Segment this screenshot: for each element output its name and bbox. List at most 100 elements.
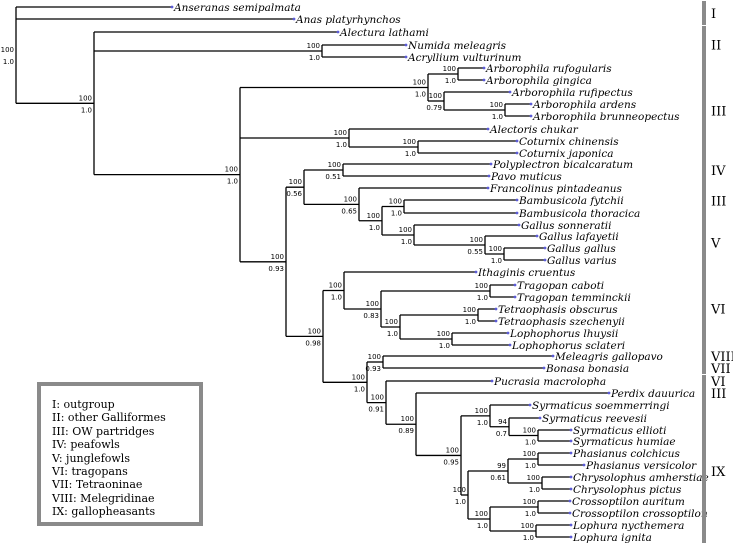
taxon-label-gal_son: Gallus sonneratii <box>521 220 612 232</box>
taxon-label-tet_obs: Tetraophasis obscurus <box>498 304 618 316</box>
posterior-probability: 0.79 <box>426 104 442 112</box>
bootstrap-value: 100 <box>289 178 302 186</box>
clade-group-label: IX <box>711 465 726 480</box>
tip-marker <box>489 162 493 166</box>
tip-marker <box>486 186 490 190</box>
tip-marker <box>506 331 510 335</box>
bootstrap-value: 100 <box>271 253 284 261</box>
tip-marker <box>494 307 498 311</box>
posterior-probability: 1.0 <box>477 294 488 302</box>
taxon-label-arb_ard: Arborophila ardens <box>532 99 637 111</box>
tip-marker <box>529 102 533 106</box>
taxon-label-arb_rufp: Arborophila rufipectus <box>511 87 633 99</box>
legend-entry-4: IV: peafowls <box>52 438 120 452</box>
bootstrap-value: 100 <box>527 474 540 482</box>
taxon-label-pha_ver: Phasianus versicolor <box>585 460 697 472</box>
clade-group-label: VII <box>710 362 731 377</box>
tip-marker <box>404 43 408 47</box>
bootstrap-value: 100 <box>389 198 402 206</box>
support-values: 100 1.0 100 1.0 100 1.0 100 1.0 100 1.0 100 1.0 100 0… <box>1 42 540 542</box>
taxon-label-alectura: Alectura lathami <box>339 27 429 39</box>
clade-group-label: VI <box>710 375 726 390</box>
bootstrap-value: 100 <box>328 161 341 169</box>
posterior-probability: 1.0 <box>491 257 502 265</box>
tip-marker <box>538 416 542 420</box>
legend-entry-6: VI: tragopans <box>52 465 128 479</box>
clade-group-label: VI <box>710 303 726 318</box>
posterior-probability: 1.0 <box>455 498 466 506</box>
bootstrap-value: 100 <box>1 46 14 54</box>
posterior-probability: 0.89 <box>398 427 414 435</box>
taxon-label-gal_laf: Gallus lafayetii <box>539 231 619 243</box>
taxon-label-perdix: Perdix dauurica <box>610 388 695 400</box>
posterior-probability: 0.98 <box>305 339 321 347</box>
clade-bar <box>702 387 706 399</box>
clade-group-label: III <box>711 195 726 210</box>
taxon-label-lop_scl: Lophophorus sclateri <box>511 340 625 352</box>
posterior-probability: 1.0 <box>525 462 536 470</box>
taxon-label-pucrasia: Pucrasia macrolopha <box>493 376 606 388</box>
tip-marker <box>607 391 611 395</box>
tip-marker <box>487 174 491 178</box>
posterior-probability: 1.0 <box>529 486 540 494</box>
posterior-probability: 1.0 <box>445 77 456 85</box>
tip-marker <box>513 283 517 287</box>
posterior-probability: 0.55 <box>467 248 483 256</box>
clade-group-label: I <box>711 7 716 22</box>
tip-marker <box>490 379 494 383</box>
posterior-probability: 0.93 <box>268 265 284 273</box>
taxon-label-bam_tho: Bambusicola thoracica <box>518 208 640 220</box>
bootstrap-value: 94 <box>498 418 507 426</box>
taxon-label-arb_gin: Arborophila gingica <box>485 75 592 87</box>
taxon-label-lop_ign: Lophura ignita <box>572 532 652 544</box>
bootstrap-value: 100 <box>437 330 450 338</box>
taxon-label-gal_gal: Gallus gallus <box>547 243 616 255</box>
legend-entry-7: VII: Tetraoninae <box>52 478 143 492</box>
posterior-probability: 1.0 <box>415 91 426 99</box>
taxon-label-lop_nyc: Lophura nycthemera <box>572 520 684 532</box>
taxon-label-meleagris: Meleagris gallopavo <box>554 351 663 363</box>
tip-marker <box>569 523 573 527</box>
tip-marker <box>569 487 573 491</box>
tip-marker <box>494 319 498 323</box>
posterior-probability: 1.0 <box>336 141 347 149</box>
bootstrap-value: 100 <box>523 427 536 435</box>
taxon-label-arb_ruf: Arborophila rufogularis <box>485 63 612 75</box>
taxon-label-polyplectron: Polyplectron bicalcaratum <box>492 159 633 171</box>
bootstrap-value: 100 <box>489 245 502 253</box>
taxon-label-syr_hum: Syrmaticus humiae <box>573 436 676 448</box>
posterior-probability: 0.61 <box>490 474 506 482</box>
bootstrap-value: 100 <box>475 282 488 290</box>
posterior-probability: 1.0 <box>523 534 534 542</box>
tip-marker <box>568 499 572 503</box>
tip-marker <box>582 463 586 467</box>
clade-bar <box>702 350 706 362</box>
bootstrap-value: 100 <box>366 300 379 308</box>
tip-marker <box>529 114 533 118</box>
tip-marker <box>517 223 521 227</box>
tip-marker <box>513 295 517 299</box>
bootstrap-value: 100 <box>490 101 503 109</box>
bootstrap-value: 100 <box>399 226 412 234</box>
taxon-label-syr_ree: Syrmaticus reevesii <box>542 413 647 425</box>
posterior-probability: 1.0 <box>309 54 320 62</box>
clade-bar <box>702 62 706 159</box>
bootstrap-value: 100 <box>334 129 347 137</box>
tip-marker <box>569 428 573 432</box>
posterior-probability: 1.0 <box>525 510 536 518</box>
bootstrap-value: 100 <box>307 42 320 50</box>
taxon-label-tra_cab: Tragopan caboti <box>517 280 604 292</box>
posterior-probability: 1.0 <box>477 419 488 427</box>
taxon-label-lop_lhu: Lophophorus lhuysii <box>509 328 618 340</box>
bootstrap-value: 100 <box>225 166 238 174</box>
tip-marker <box>542 366 546 370</box>
tip-marker <box>515 139 519 143</box>
bootstrap-value: 100 <box>401 415 414 423</box>
legend-entry-9: IX: gallopheasants <box>52 505 156 519</box>
clade-bar <box>702 1 706 25</box>
posterior-probability: 1.0 <box>492 113 503 121</box>
clade-group-label: IV <box>711 164 726 179</box>
clade-bar <box>702 182 706 219</box>
clade-group-bars: IIIIIIIVIIIVVIVIIIVIIVIIIIIX <box>702 1 733 543</box>
taxon-label-numida: Numida meleagris <box>407 40 507 52</box>
